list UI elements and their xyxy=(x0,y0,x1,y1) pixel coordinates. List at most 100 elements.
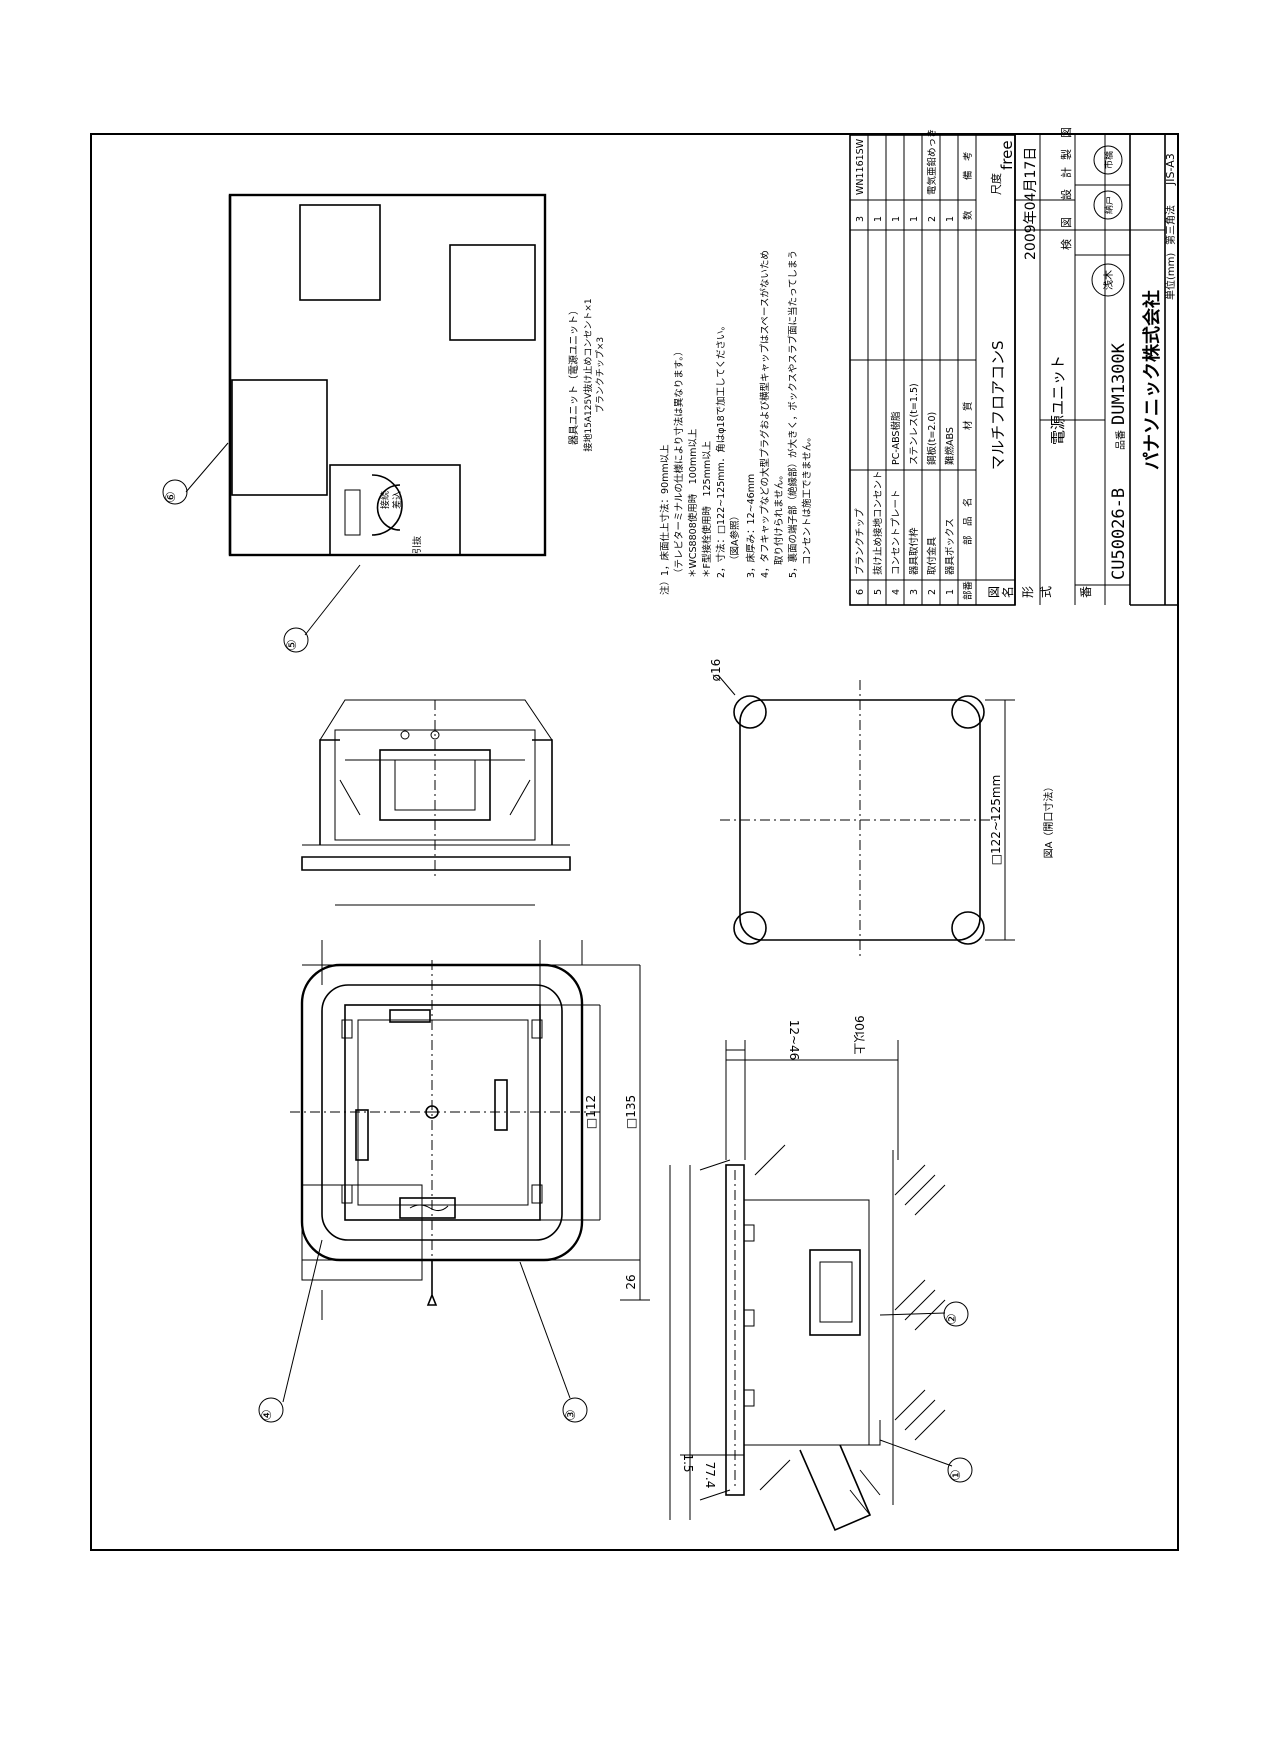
cable-guide xyxy=(799,1444,872,1532)
note-line: （テレビターミナルの仕様により寸法は異なります。） xyxy=(673,346,685,578)
stamp-3: 市橋 xyxy=(1103,151,1115,169)
part-no: 1 xyxy=(945,589,956,595)
dim-90: 90以上 xyxy=(852,1015,866,1054)
cable-screw xyxy=(426,1260,438,1306)
part-remark: 電気亜鉛めっき xyxy=(926,128,938,195)
callout-circles xyxy=(162,479,973,1483)
dim-26: 26 xyxy=(624,1274,638,1289)
receptacle-slot xyxy=(399,1197,456,1219)
callout-4: ④ xyxy=(260,1409,275,1421)
dim-hole: ø16 xyxy=(709,659,723,682)
approval-stamp xyxy=(1093,190,1123,220)
header-remark: 備 考 xyxy=(962,151,974,180)
part-no: 3 xyxy=(909,589,920,595)
label-shiki: 式 xyxy=(1039,586,1053,598)
title-block: 図 名 形 式 番 マルチフロアコンS 電源ユニット 尺度 free 2009年… xyxy=(987,127,1177,598)
box-body-rear xyxy=(301,1184,423,1281)
blank-chip xyxy=(231,379,328,496)
part-material: ステンレス(t=1.5) xyxy=(909,383,920,465)
callout-1: ① xyxy=(949,1469,964,1481)
product-title: マルチフロアコンS xyxy=(989,340,1007,470)
part-name: 抜け止め接地コンセント xyxy=(872,470,884,575)
note-line: 5，裏面の端子部（絶縁部）が大きく，ボックスやスラブ面に当たってしまう xyxy=(787,250,799,578)
bracket-slot xyxy=(355,1109,369,1161)
note-line: （図A参照） xyxy=(729,511,741,565)
part-qty: 1 xyxy=(891,216,902,222)
tab xyxy=(341,1019,353,1039)
label-sekkei: 設 計 xyxy=(1059,167,1073,200)
unit-line-2: ブランクチップ×3 xyxy=(594,337,606,413)
callout-2: ② xyxy=(945,1313,960,1325)
note-line: 2，寸法：□122~125mm．角はφ18で加工してください。 xyxy=(715,321,727,578)
part-name: コンセントプレート xyxy=(891,489,902,575)
receptacle-section xyxy=(809,1249,861,1336)
drawing-frame xyxy=(90,133,1179,1551)
part-material: 鋼板(t=2.0) xyxy=(926,412,938,465)
standard-label: JIS-A3 xyxy=(1164,153,1177,186)
note-line: ＊WCS8808使用時 100mm以上 xyxy=(687,428,699,578)
callout-6: ⑥ xyxy=(164,491,179,503)
slab-hatching xyxy=(754,1144,946,1491)
header-material: 材 質 xyxy=(962,401,974,430)
part-name: ブランクチップ xyxy=(854,508,866,575)
unit-marking-3: 引抜 xyxy=(411,536,423,554)
header-name: 部 品 名 xyxy=(962,497,974,545)
box-inner xyxy=(357,1019,529,1206)
dim-77-4: 77.4 xyxy=(703,1462,717,1489)
opening-figure xyxy=(717,674,1015,960)
callout-5: ⑤ xyxy=(285,639,300,651)
bracket-slot xyxy=(494,1079,508,1131)
drawing-date: 2009年04月17日 xyxy=(1023,147,1039,260)
parts-table: 6 ブランクチップ 3 WN1161SW 5 抜け止め接地コンセント 1 4 コ… xyxy=(854,128,974,600)
unit-line-1: 接地15A125V抜け止めコンセント×1 xyxy=(582,298,594,451)
bracket-slot xyxy=(389,1009,431,1023)
part-name: 取付金具 xyxy=(926,536,938,575)
front-view xyxy=(290,940,650,1320)
scale-value: free xyxy=(998,140,1016,170)
part-no: 6 xyxy=(855,589,866,595)
part-qty: 2 xyxy=(927,216,938,222)
dim-112: □112 xyxy=(584,1095,598,1129)
corner-hole xyxy=(733,695,767,729)
dim-12-46: 12~46 xyxy=(787,1020,801,1061)
part-no: 4 xyxy=(891,589,902,595)
unit-marking-2: 差込 xyxy=(391,491,403,509)
callout-3: ③ xyxy=(564,1409,579,1421)
note-line: 取り付けられません。 xyxy=(774,470,785,565)
notes: 注）1，床面仕上寸法：90mm以上 （テレビターミナルの仕様により寸法は異なりま… xyxy=(659,250,813,595)
corner-hole xyxy=(951,695,985,729)
part-qty: 3 xyxy=(855,216,866,222)
header-qty: 数 xyxy=(962,210,974,220)
header-no: 部番 xyxy=(962,581,974,601)
part-no: 2 xyxy=(927,589,938,595)
parts-table-grid xyxy=(849,134,1179,606)
unit-label: 単位(mm) xyxy=(1164,253,1177,300)
callout-leaders xyxy=(185,442,953,1467)
note-line: 注）1，床面仕上寸法：90mm以上 xyxy=(659,444,671,595)
receptacle-module xyxy=(329,464,461,556)
side-elevation xyxy=(301,699,571,906)
unit-face-view xyxy=(228,193,547,557)
approval-stamp xyxy=(1091,263,1125,297)
part-name: 器具ボックス xyxy=(945,518,956,575)
dim-opening: □122~125mm xyxy=(989,775,1003,866)
part-material: 難燃ABS xyxy=(944,427,956,465)
label-kei: 形 xyxy=(1021,586,1035,598)
label-zu: 図 xyxy=(987,586,1001,598)
flange xyxy=(301,856,571,871)
part-name: 器具取付枠 xyxy=(908,527,920,575)
product-subtitle: 電源ユニット xyxy=(1049,355,1067,445)
part-no: 5 xyxy=(873,589,884,595)
part-material: PC-ABS樹脂 xyxy=(890,411,902,465)
note-line: 3，床厚み：12~46mm xyxy=(745,474,757,578)
label-mei: 名 xyxy=(1000,586,1015,598)
part-qty: 1 xyxy=(945,216,956,222)
drawing-number: CU50026-B xyxy=(1109,488,1129,580)
part-remark: WN1161SW xyxy=(855,138,866,195)
model-number: DUM1300K xyxy=(1109,342,1129,425)
dim-1-5: 1.5 xyxy=(681,1453,695,1472)
tab xyxy=(531,1019,543,1039)
projection-label: 第三角法 xyxy=(1164,205,1177,245)
tab xyxy=(341,1184,353,1204)
part-qty: 1 xyxy=(909,216,920,222)
